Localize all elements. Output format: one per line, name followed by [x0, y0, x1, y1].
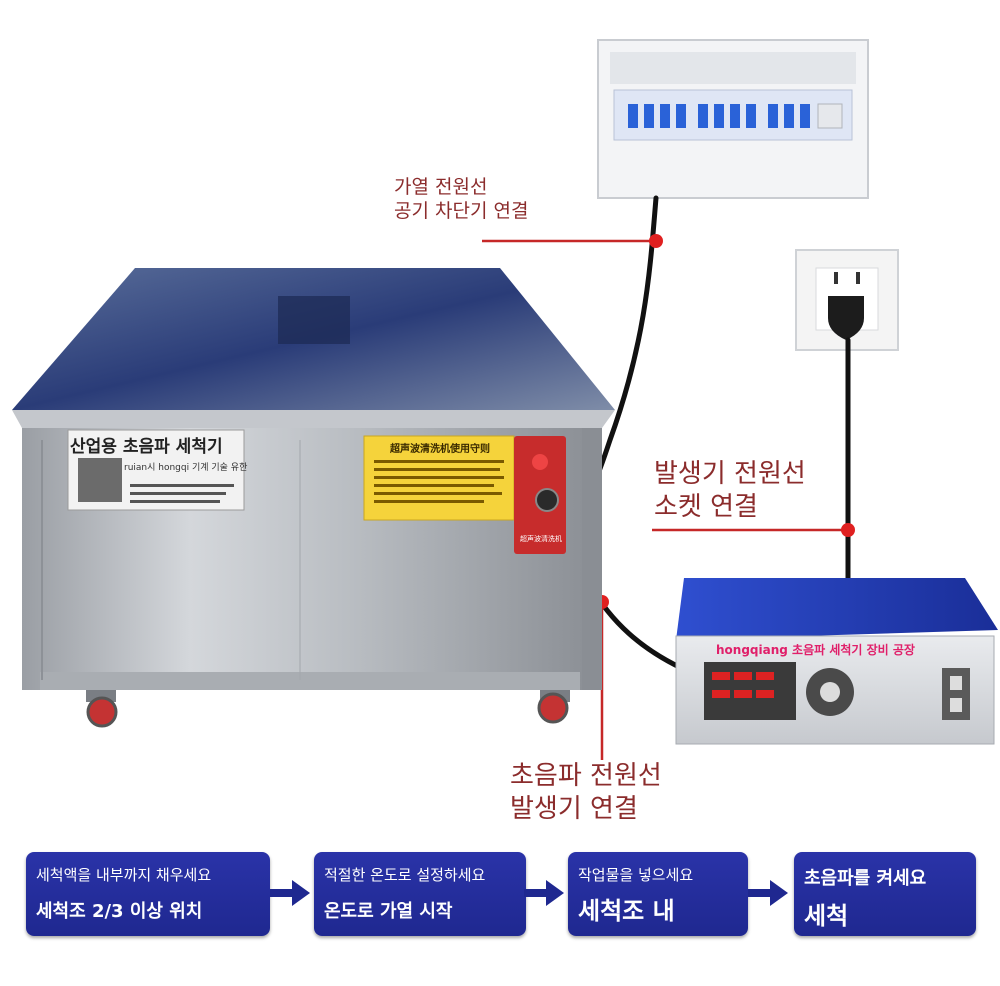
step-3-line1: 작업물을 넣으세요 [578, 866, 694, 884]
callout-heating-power: 가열 전원선 공기 차단기 연결 [394, 176, 528, 224]
step-arrow-1 [270, 880, 310, 906]
ultrasonic-cleaner-tank [12, 268, 615, 728]
step-3-insert-workpiece: 작업물을 넣으세요 세척조 내 [568, 852, 748, 936]
step-2-line1: 적절한 온도로 설정하세요 [324, 866, 486, 884]
callout-generator-line2: 소켓 연결 [654, 491, 758, 522]
wall-socket [795, 249, 899, 351]
machine-label-subtitle: ruian시 hongqi 기계 기술 유한 회사 [124, 463, 248, 473]
callout-generator-line1: 발생기 전원선 [654, 459, 806, 489]
step-1-line2: 세척조 2/3 이상 위치 [36, 901, 203, 922]
callout-heating-line1: 가열 전원선 [394, 176, 488, 198]
step-arrow-2 [524, 880, 564, 906]
machine-label-title: 산업용 초음파 세척기 [70, 437, 223, 457]
callout-generator-power: 발생기 전원선 소켓 연결 [654, 458, 806, 523]
warning-sticker-title: 超声波清洗机使用守则 [390, 444, 490, 455]
callout-ultrasonic-line1: 초음파 전원선 [510, 761, 662, 791]
step-4-line1: 초음파를 켜세요 [804, 868, 927, 889]
generator-box-title: hongqiang 초음파 세척기 장비 공장 [716, 643, 915, 657]
step-3-line2: 세척조 내 [578, 897, 675, 925]
circuit-breaker-box [597, 39, 869, 199]
step-4-turn-on-ultrasonic: 초음파를 켜세요 세척 [794, 852, 976, 936]
callout-ultrasonic-power: 초음파 전원선 발생기 연결 [510, 760, 662, 825]
callout-ultrasonic-line2: 발생기 연결 [510, 793, 638, 824]
control-panel-label: 超声波清洗机 [520, 535, 562, 543]
step-1-line1: 세척액을 내부까지 채우세요 [36, 866, 212, 884]
callout-heating-line2: 공기 차단기 연결 [394, 199, 529, 222]
step-4-line2: 세척 [804, 902, 849, 930]
ultrasonic-generator-box [675, 578, 998, 745]
step-2-set-temperature: 적절한 온도로 설정하세요 온도로 가열 시작 [314, 852, 526, 936]
step-2-line2: 온도로 가열 시작 [324, 901, 453, 922]
step-1-fill-solution: 세척액을 내부까지 채우세요 세척조 2/3 이상 위치 [26, 852, 270, 936]
step-arrow-3 [748, 880, 788, 906]
